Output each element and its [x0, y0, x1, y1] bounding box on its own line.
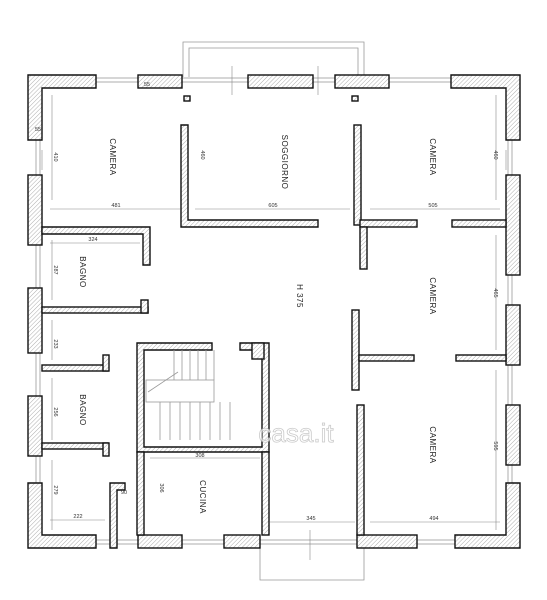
dim-55-left: 55 [35, 127, 41, 133]
outer-walls [27, 74, 521, 549]
wall-bagno1-top [41, 226, 151, 266]
dim-306: 306 [158, 483, 164, 492]
wall-corner-sw [27, 482, 97, 549]
wall-cucina-west [109, 482, 126, 549]
dim-595: 595 [492, 441, 498, 450]
room-label-camera-se: CAMERA [428, 426, 437, 463]
dim-505: 505 [428, 203, 437, 209]
openings [41, 66, 507, 560]
dim-90: 90 [121, 490, 127, 496]
room-label-camera-e: CAMERA [428, 277, 437, 314]
dim-222: 222 [73, 514, 82, 520]
wall-corner-ne [450, 74, 521, 141]
dim-308: 308 [195, 453, 204, 459]
ceiling-height-label: H 375 [295, 284, 304, 308]
dimension-lines [50, 95, 500, 530]
dim-55-top: 55 [144, 82, 150, 88]
wall-corner-se [454, 482, 521, 549]
dim-605: 605 [268, 203, 277, 209]
dim-287: 287 [52, 265, 58, 274]
room-label-bagno-1: BAGNO [78, 256, 87, 287]
wall-north-2 [247, 74, 314, 89]
room-label-cucina: CUCINA [198, 480, 207, 514]
dim-410: 410 [52, 152, 58, 161]
wall-soggiorno-east [353, 124, 362, 226]
dim-279: 279 [52, 485, 58, 494]
dim-481: 481 [111, 203, 120, 209]
wall-south-2 [223, 534, 261, 549]
dim-465: 465 [492, 288, 498, 297]
watermark: casa.it [258, 418, 334, 448]
wall-west-2 [27, 287, 43, 354]
interior-walls [41, 95, 507, 549]
wall-stair-frame [136, 342, 270, 453]
wall-east-1 [505, 174, 521, 276]
dim-256: 256 [52, 407, 58, 416]
room-label-soggiorno: SOGGIORNO [280, 135, 289, 190]
room-label-bagno-2: BAGNO [78, 394, 87, 425]
wall-east-2 [505, 304, 521, 366]
balcony-south [259, 548, 365, 581]
wall-east-3 [505, 404, 521, 466]
wall-west-1 [27, 174, 43, 246]
dim-345: 345 [306, 516, 315, 522]
wall-south-1 [137, 534, 183, 549]
wall-north-1 [137, 74, 183, 89]
wall-soggiorno-west [180, 124, 319, 228]
wall-west-3 [27, 395, 43, 457]
wall-south-3 [356, 534, 418, 549]
staircase [145, 350, 231, 440]
dim-324: 324 [88, 237, 97, 243]
room-label-camera-ne: CAMERA [428, 138, 437, 175]
dim-233: 233 [52, 339, 58, 348]
wall-north-3 [334, 74, 390, 89]
dim-460-right: 460 [492, 150, 498, 159]
dim-460-left: 460 [199, 150, 205, 159]
room-label-camera-nw: CAMERA [108, 138, 117, 175]
dim-494: 494 [429, 516, 438, 522]
wall-corner-nw [27, 74, 97, 141]
balcony-north [182, 41, 365, 77]
